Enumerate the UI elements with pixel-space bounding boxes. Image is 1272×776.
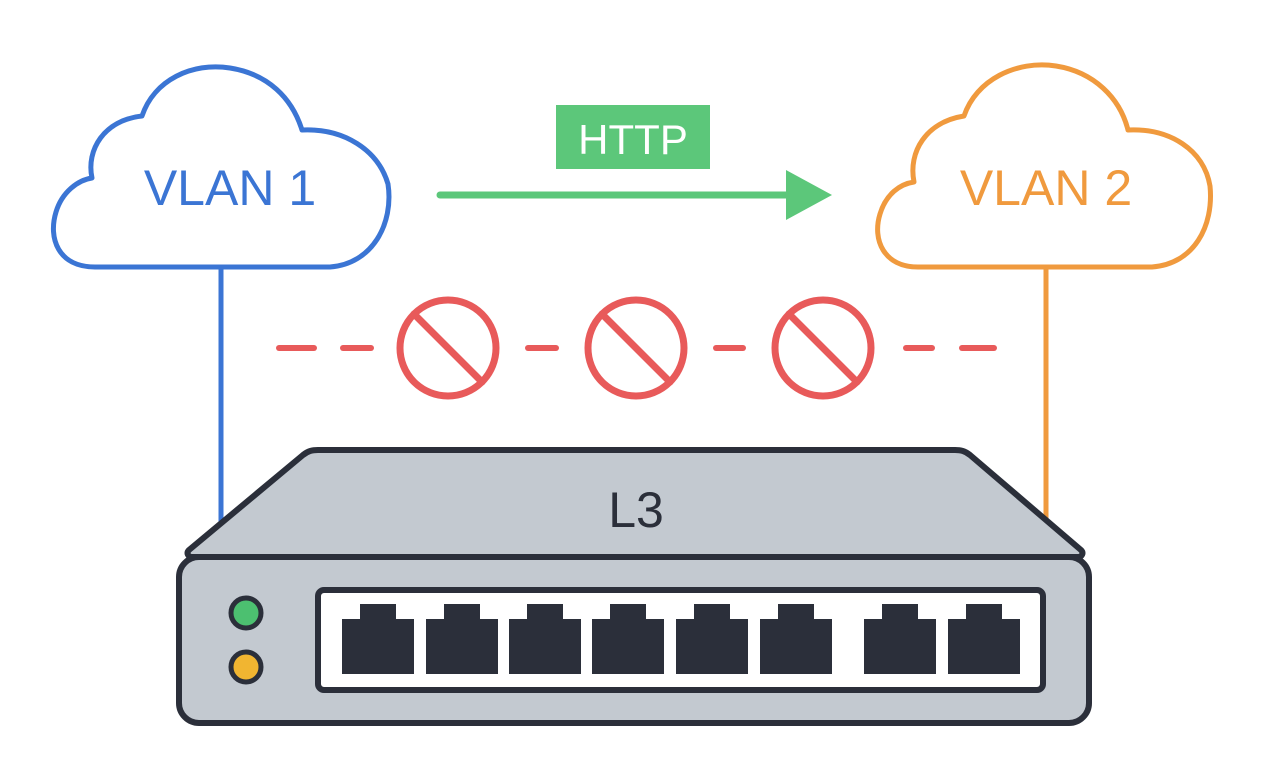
ethernet-ports bbox=[342, 604, 1020, 674]
ethernet-port-icon bbox=[509, 604, 581, 674]
ethernet-port-icon bbox=[426, 604, 498, 674]
vlan1-cloud: VLAN 1 bbox=[50, 64, 392, 270]
vlan2-label: VLAN 2 bbox=[960, 160, 1132, 216]
ethernet-port-icon bbox=[592, 604, 664, 674]
ethernet-port-icon bbox=[676, 604, 748, 674]
prohibited-icon bbox=[584, 296, 688, 400]
prohibited-icon bbox=[396, 296, 500, 400]
http-traffic: HTTP bbox=[436, 105, 832, 220]
http-label: HTTP bbox=[578, 116, 688, 163]
switch-label: L3 bbox=[608, 482, 664, 538]
blocked-link bbox=[276, 296, 997, 400]
switch-top bbox=[184, 447, 1086, 560]
vlan2-cloud: VLAN 2 bbox=[875, 62, 1213, 270]
status-led-green bbox=[228, 595, 264, 631]
ethernet-port-icon bbox=[948, 604, 1020, 674]
cloud-icon bbox=[875, 62, 1213, 270]
vlan1-label: VLAN 1 bbox=[144, 160, 316, 216]
cloud-icon bbox=[50, 64, 392, 270]
status-led-amber bbox=[228, 649, 264, 685]
prohibited-icon bbox=[771, 296, 875, 400]
arrow-right-icon bbox=[786, 170, 832, 220]
ethernet-port-icon bbox=[760, 604, 832, 674]
ethernet-port-icon bbox=[864, 604, 936, 674]
ethernet-port-icon bbox=[342, 604, 414, 674]
http-badge bbox=[556, 105, 710, 169]
network-switch-icon: L3 bbox=[176, 447, 1092, 726]
